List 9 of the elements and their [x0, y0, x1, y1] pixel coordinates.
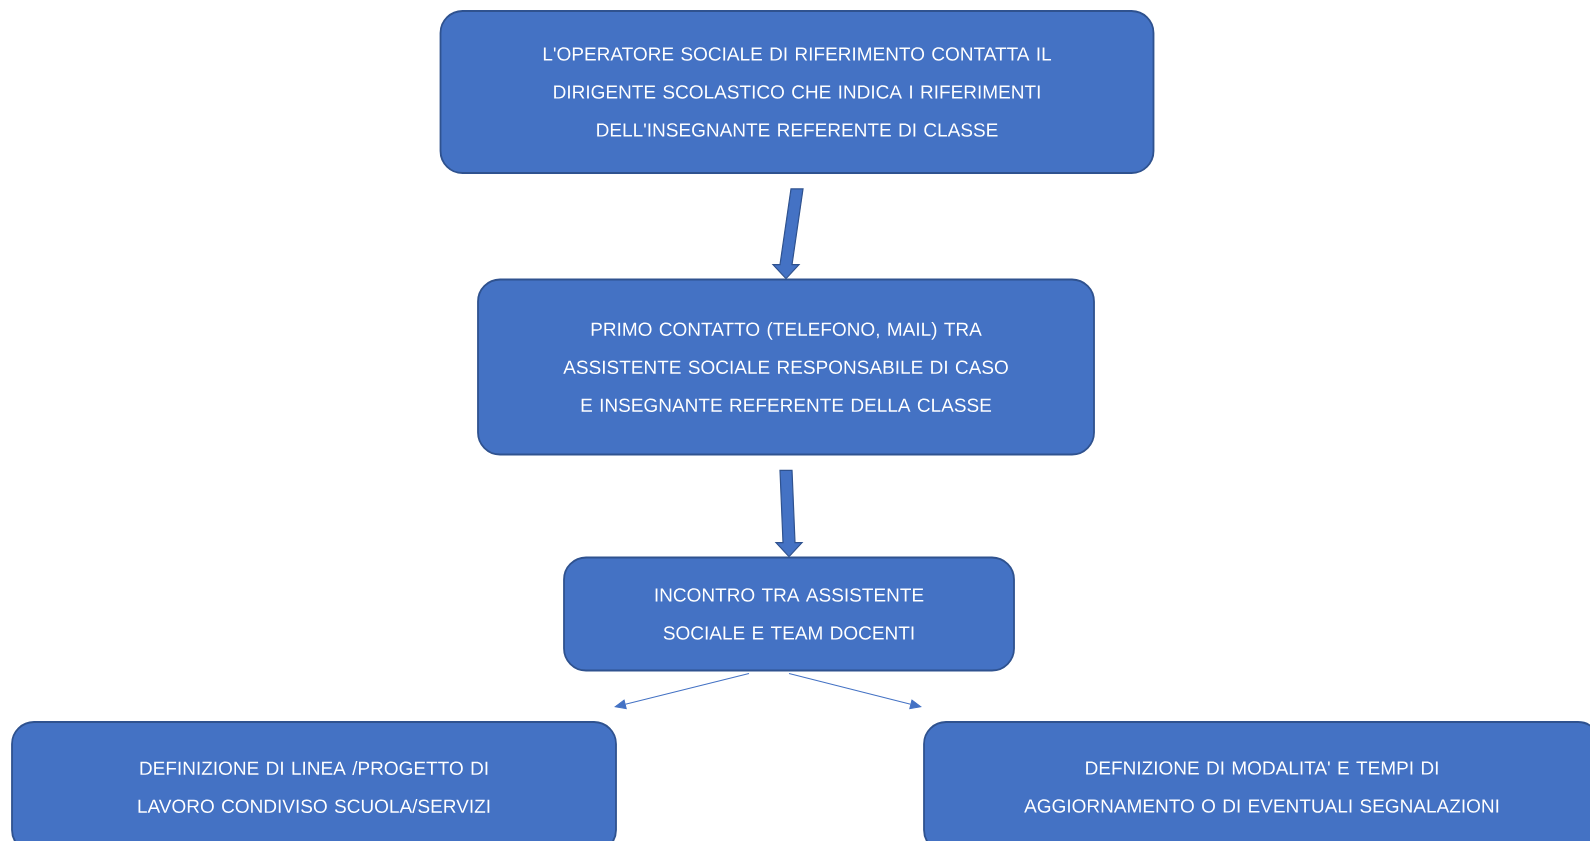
block-arrow [774, 469, 804, 558]
process-box: DEFNIZIONE DI MODALITA' E TEMPI DI AGGIORNAMENTO O DI EVENTUALI SEGNALAZIONI [923, 721, 1590, 841]
arrow [614, 672, 750, 710]
arrow [788, 672, 922, 710]
process-box: INCONTRO TRA ASSISTENTE SOCIALE E TEAM DOCENTI [563, 556, 1015, 672]
process-box: L'OPERATORE SOCIALE DI RIFERIMENTO CONTATTA IL DIRIGENTE SCOLASTICO CHE INDICA I RIFERIMENTI DELL'INSEGNANTE REFERENTE DI CLASSE [439, 10, 1155, 174]
block-arrow [771, 188, 804, 280]
process-box: PRIMO CONTATTO (TELEFONO, MAIL) TRA ASSISTENTE SOCIALE RESPONSABILE DI CASO E INSEGNANTE REFERENTE DELLA CLASSE [477, 278, 1095, 456]
process-box: DEFINIZIONE DI LINEA /PROGETTO DI LAVORO CONDIVISO SCUOLA/SERVIZI [11, 721, 617, 841]
